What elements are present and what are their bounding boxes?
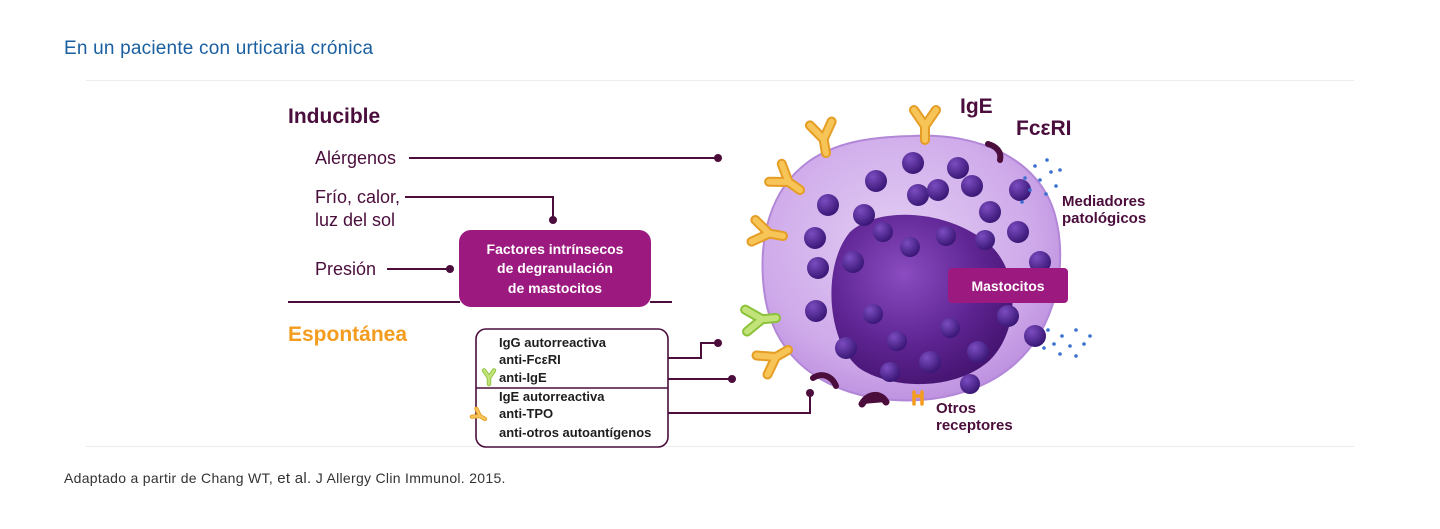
allergens-label: Alérgenos: [315, 148, 396, 168]
mediator-dots: [1020, 158, 1092, 358]
citation-text: Adaptado a partir de Chang WT,: [64, 470, 278, 486]
ige-autoreactive-connector-dot: [806, 389, 814, 397]
page-title: En un paciente con urticaria crónica: [64, 38, 374, 59]
cold-heat-label: Frío, calor,: [315, 187, 400, 207]
top-divider: [86, 80, 1354, 81]
factors-line-2: de degranulación: [497, 260, 613, 276]
other-receptors-label-line-1: Otros: [936, 400, 976, 417]
fceri-receptor-icon: [810, 141, 1004, 408]
mediators-label-line-1: Mediadores: [1062, 193, 1145, 210]
allergens-connector-dot: [714, 154, 722, 162]
factors-line-3: de mastocitos: [508, 280, 602, 296]
pressure-label: Presión: [315, 259, 376, 279]
anti-tpo-label: anti-TPO: [499, 406, 553, 421]
granules: [804, 152, 1051, 394]
mast-cell-nucleus: [831, 214, 1013, 385]
ige-label: IgE: [960, 95, 993, 118]
pressure-connector-dot: [446, 265, 454, 273]
anti-ige-label: anti-IgE: [499, 370, 547, 385]
igg-connector: [668, 342, 717, 359]
other-receptor-icon: [912, 390, 924, 406]
igg-connector-dot: [714, 339, 722, 347]
ige-autoreactive-connector: [668, 394, 811, 414]
sunlight-label: luz del sol: [315, 210, 395, 230]
intrinsic-factors-box: [459, 230, 651, 307]
anti-ige-connector-dot: [728, 375, 736, 383]
citation-etal: et al.: [277, 470, 312, 487]
mediators-label-line-2: patológicos: [1062, 210, 1146, 227]
mast-cells-badge: [948, 268, 1068, 303]
other-receptors-label-line-2: receptores: [936, 417, 1013, 434]
anti-other-autoantigens-label: anti-otros autoantígenos: [499, 425, 651, 440]
ige-autoreactive-label: IgE autorreactiva: [499, 389, 605, 404]
anti-fceri-label: anti-FcεRI: [499, 352, 561, 367]
factors-line-1: Factores intrínsecos: [487, 241, 624, 257]
bottom-divider: [86, 446, 1354, 447]
citation-journal: J Allergy Clin Immunol. 2015.: [311, 470, 506, 486]
mast-cells-label: Mastocitos: [971, 278, 1044, 294]
fceri-label: FcεRI: [1016, 117, 1071, 140]
spontaneous-title: Espontánea: [288, 323, 407, 346]
igg-autoreactive-label: IgG autorreactiva: [499, 335, 607, 350]
citation-footnote: Adaptado a partir de Chang WT, et al. J …: [64, 470, 506, 487]
cold-heat-connector: [405, 196, 554, 219]
cold-heat-connector-dot: [549, 216, 557, 224]
inducible-title: Inducible: [288, 105, 380, 128]
